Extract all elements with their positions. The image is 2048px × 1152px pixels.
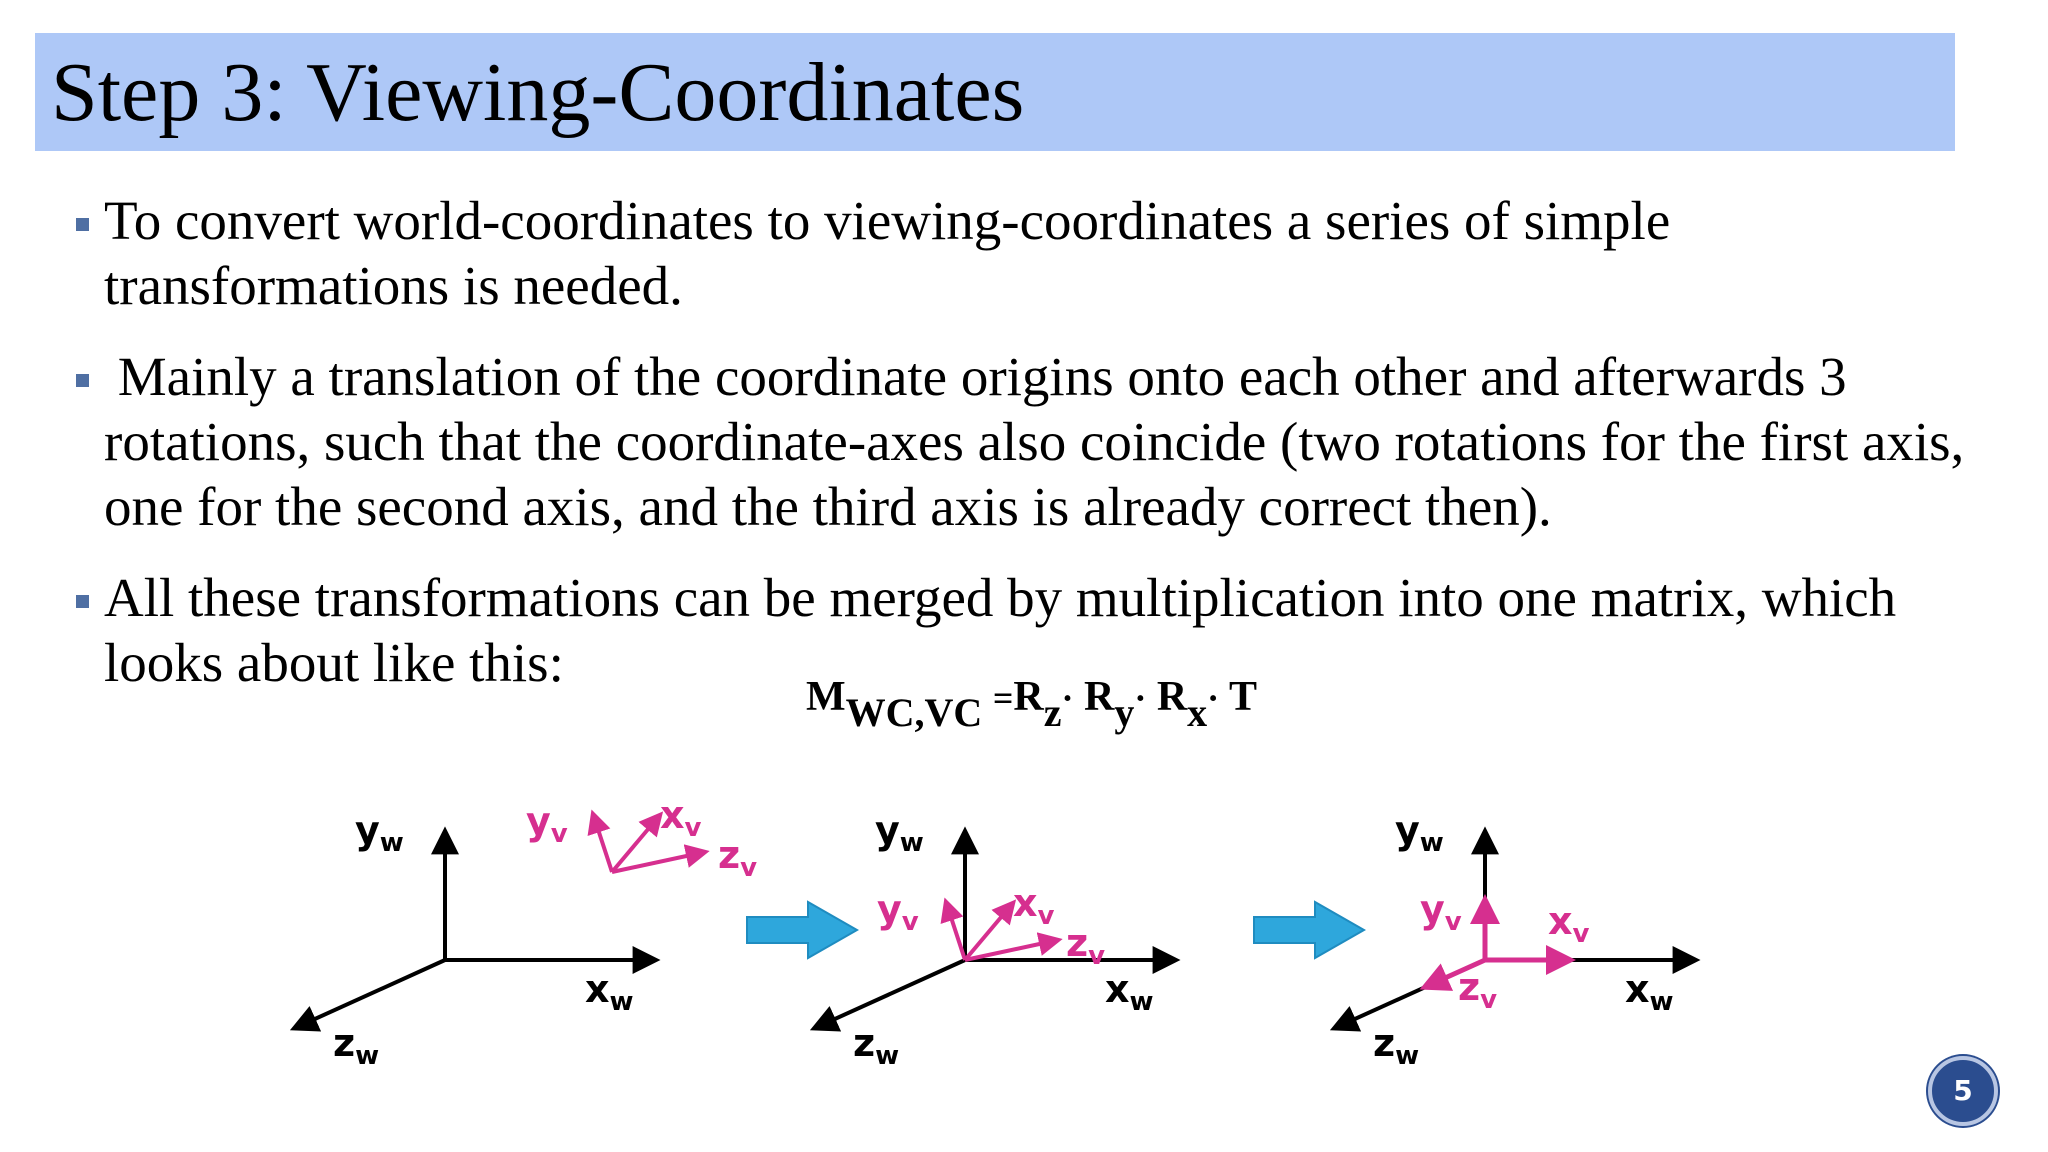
panel-2-labels: yw xw zw yv xv zv	[853, 808, 1154, 1071]
panel-1-labels: yw xw zw yv xv zv	[333, 793, 757, 1071]
formula-dot: ·	[1134, 678, 1147, 718]
formula-m-subscript: WC,VC	[845, 690, 983, 735]
bullet-marker	[76, 218, 89, 231]
bullet-text: To convert world-coordinates to viewing-…	[104, 190, 1671, 316]
world-z-label: zw	[1373, 1021, 1419, 1071]
world-x-label: xw	[1625, 967, 1674, 1017]
formula-t: T	[1228, 674, 1257, 720]
view-x-label: xv	[660, 793, 702, 843]
view-y-label: yv	[1420, 887, 1462, 937]
formula-equals: =	[992, 678, 1014, 718]
world-x-label: xw	[1105, 967, 1154, 1017]
world-y-label: yw	[875, 808, 924, 858]
bullet-item: All these transformations can be merged …	[74, 565, 2014, 695]
view-z-label: zv	[1066, 921, 1105, 971]
view-z-label: zv	[1458, 965, 1497, 1015]
panel-3-view-axes	[1419, 894, 1576, 991]
panel-1-world-axes	[289, 826, 661, 1032]
view-z-axis	[1419, 957, 1487, 991]
formula-r1: R	[1013, 674, 1044, 720]
view-z-label: zv	[718, 833, 757, 883]
matrix-formula: MWC,VC =Rz· Ry· Rx· T	[806, 672, 1257, 735]
view-x-axis	[610, 811, 664, 874]
view-y-axis	[587, 809, 614, 873]
formula-r3-subscript: x	[1187, 690, 1208, 735]
view-z-axis	[611, 844, 710, 874]
world-z-axis	[809, 958, 966, 1032]
bullet-text: All these transformations can be merged …	[104, 567, 1897, 693]
formula-r2-subscript: y	[1114, 690, 1135, 735]
bullet-list: To convert world-coordinates to viewing-…	[74, 188, 2014, 695]
formula-r2: R	[1083, 674, 1115, 720]
formula-r3: R	[1156, 674, 1188, 720]
bullet-item: Mainly a translation of the coordinate o…	[74, 344, 2014, 539]
world-z-label: zw	[853, 1021, 899, 1071]
view-y-label: yv	[526, 799, 568, 849]
title-bar: Step 3: Viewing-Coordinates	[35, 33, 1955, 151]
world-z-label: zw	[333, 1021, 379, 1071]
view-x-label: xv	[1548, 899, 1590, 949]
panel-2-view-axes	[940, 897, 1063, 962]
panel-3-labels: yw xw zw yv xv zv	[1373, 808, 1674, 1071]
view-y-axis	[940, 897, 967, 961]
page-number-badge: 5	[1928, 1056, 1998, 1126]
view-y-label: yv	[877, 887, 919, 937]
formula-m: M	[806, 674, 846, 720]
panel-1-view-axes	[587, 809, 710, 874]
world-y-label: yw	[355, 808, 404, 858]
transition-arrow	[746, 900, 860, 960]
bullet-item: To convert world-coordinates to viewing-…	[74, 188, 2014, 318]
view-x-axis	[963, 899, 1017, 962]
view-x-label: xv	[1013, 881, 1055, 931]
bullet-text: Mainly a translation of the coordinate o…	[104, 346, 1979, 537]
formula-r1-subscript: z	[1043, 690, 1062, 735]
panel-2-world-axes	[809, 826, 1181, 1032]
slide-title: Step 3: Viewing-Coordinates	[51, 46, 1025, 139]
world-z-axis	[289, 958, 446, 1032]
transition-arrow	[1253, 900, 1367, 960]
world-x-label: xw	[585, 967, 634, 1017]
view-z-axis	[964, 932, 1063, 962]
formula-dot: ·	[1061, 678, 1074, 718]
bullet-marker	[76, 595, 89, 608]
formula-dot: ·	[1207, 678, 1220, 718]
world-y-label: yw	[1395, 808, 1444, 858]
bullet-marker	[76, 374, 89, 387]
